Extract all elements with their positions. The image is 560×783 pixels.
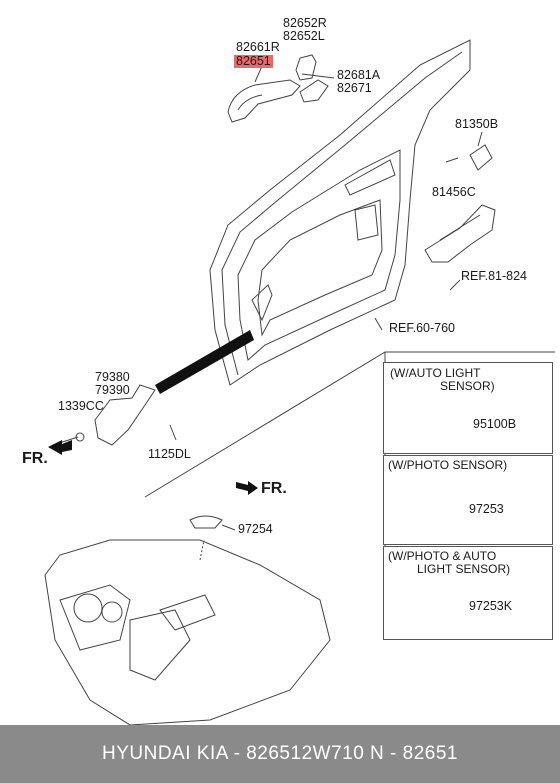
outside-handle	[227, 79, 301, 123]
label-79390: 79390	[95, 383, 130, 397]
label-81350b: 81350B	[455, 117, 499, 131]
option-box-photo-sensor: (W/PHOTO SENSOR) 97253	[383, 455, 553, 545]
label-95100b: 95100B	[473, 417, 517, 431]
option-box-title-line2: LIGHT SENSOR)	[417, 562, 511, 576]
label-82652l: 82652L	[283, 29, 325, 43]
option-box-title: (W/AUTO LIGHT	[390, 366, 481, 380]
label-ref-81-824: REF.81-824	[461, 269, 528, 283]
label-82661r: 82661R	[236, 40, 280, 54]
label-97254: 97254	[238, 522, 273, 536]
parts-diagram: 82652R 82652L 82661R 82651 82681A 82671 …	[22, 16, 555, 725]
option-box-auto-light: (W/AUTO LIGHT SENSOR) 95100B	[383, 362, 553, 454]
option-box-title: (W/PHOTO & AUTO	[388, 549, 497, 563]
label-1339cc: 1339CC	[58, 399, 104, 413]
option-box-photo-auto: (W/PHOTO & AUTO LIGHT SENSOR) 97253K	[383, 546, 553, 640]
label-79380: 79380	[95, 370, 130, 384]
dashboard	[44, 539, 331, 725]
label-82681a: 82681A	[337, 68, 381, 82]
front-direction-label-2: FR.	[261, 480, 287, 497]
label-82671: 82671	[337, 81, 372, 95]
label-82651-highlighted: 82651	[234, 54, 273, 68]
door-frame	[209, 39, 471, 386]
label-97253k: 97253K	[469, 599, 513, 613]
label-1125dl: 1125DL	[148, 447, 191, 461]
diagram-drawing	[44, 39, 555, 725]
front-direction-label: FR.	[22, 450, 48, 467]
label-97253: 97253	[469, 502, 504, 516]
option-box-title-line2: SENSOR)	[440, 379, 495, 393]
label-82652r: 82652R	[283, 16, 327, 30]
label-81456c: 81456C	[432, 185, 476, 199]
label-ref-60-760: REF.60-760	[389, 321, 456, 335]
option-box-title: (W/PHOTO SENSOR)	[388, 458, 508, 472]
part-number-footer: HYUNDAI KIA - 826512W710 N - 82651	[0, 725, 560, 783]
